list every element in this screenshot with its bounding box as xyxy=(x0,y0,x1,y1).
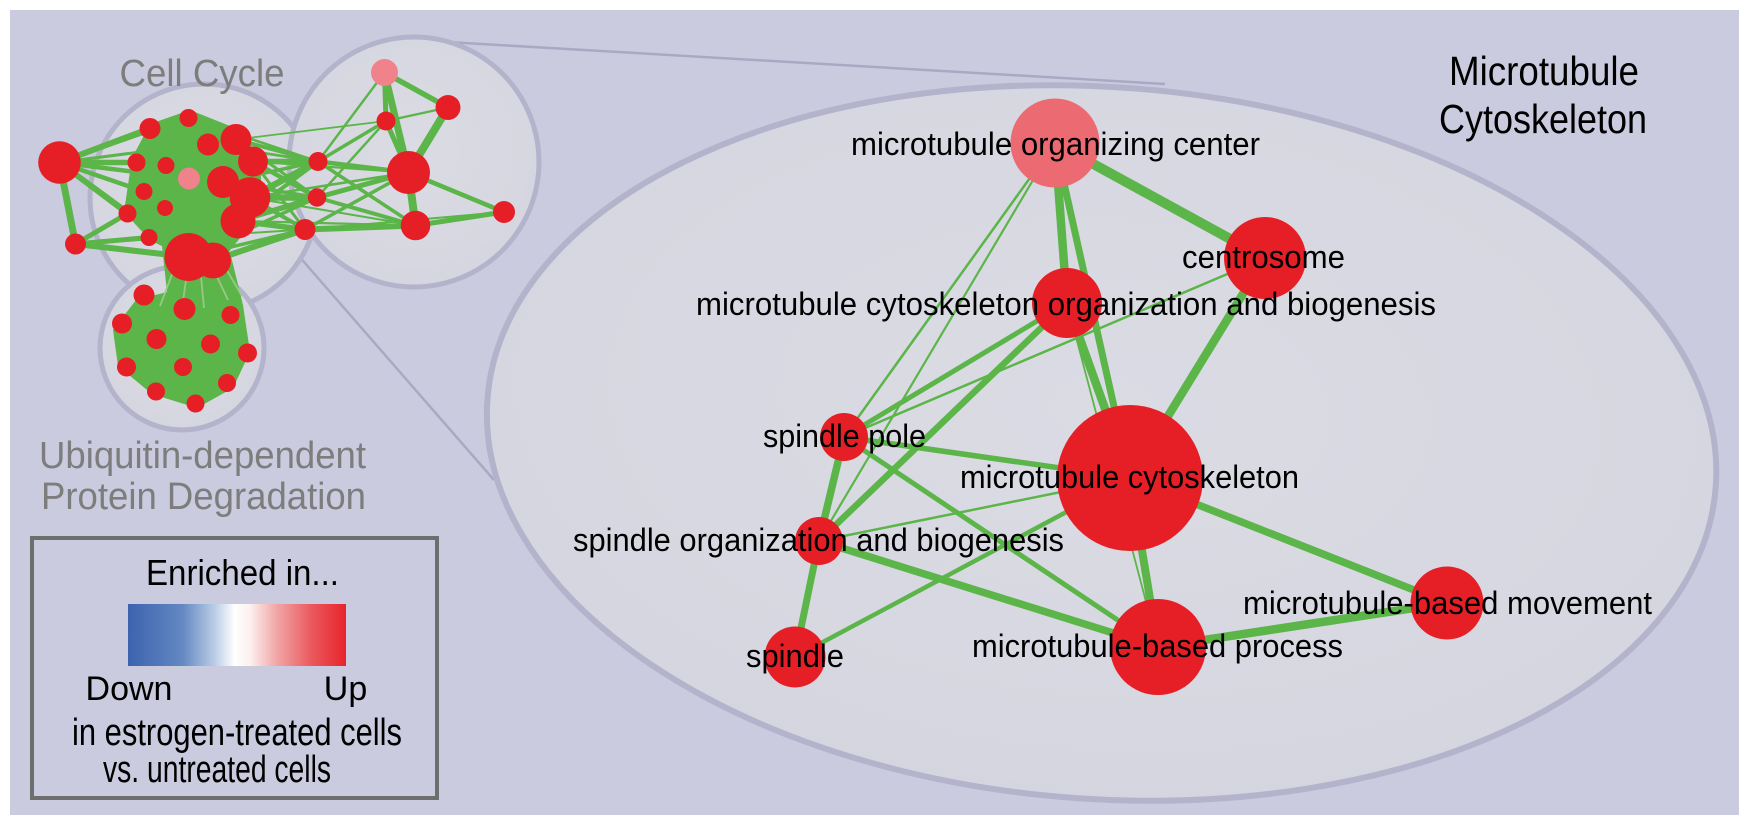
svg-text:Up: Up xyxy=(324,670,367,708)
svg-text:microtubule-based movement: microtubule-based movement xyxy=(1243,585,1652,621)
svg-text:Ubiquitin-dependent: Ubiquitin-dependent xyxy=(39,435,366,477)
svg-text:microtubule-based process: microtubule-based process xyxy=(972,628,1343,664)
svg-text:Microtubule: Microtubule xyxy=(1449,48,1639,94)
svg-text:microtubule organizing center: microtubule organizing center xyxy=(851,126,1260,162)
svg-text:spindle organization and bioge: spindle organization and biogenesis xyxy=(573,522,1064,558)
svg-text:Down: Down xyxy=(86,670,173,708)
svg-text:Protein Degradation: Protein Degradation xyxy=(41,476,366,518)
svg-text:Cell Cycle: Cell Cycle xyxy=(120,53,285,95)
svg-text:Enriched in...: Enriched in... xyxy=(146,552,339,593)
svg-text:in estrogen-treated cells: in estrogen-treated cells xyxy=(72,712,402,754)
svg-text:microtubule cytoskeleton organ: microtubule cytoskeleton organization an… xyxy=(696,286,1436,322)
svg-text:microtubule cytoskeleton: microtubule cytoskeleton xyxy=(960,459,1299,495)
svg-text:vs. untreated cells: vs. untreated cells xyxy=(103,749,331,791)
svg-text:Cytoskeleton: Cytoskeleton xyxy=(1439,96,1647,142)
svg-text:spindle pole: spindle pole xyxy=(763,418,926,454)
svg-text:spindle: spindle xyxy=(746,638,844,674)
svg-text:centrosome: centrosome xyxy=(1182,239,1345,275)
